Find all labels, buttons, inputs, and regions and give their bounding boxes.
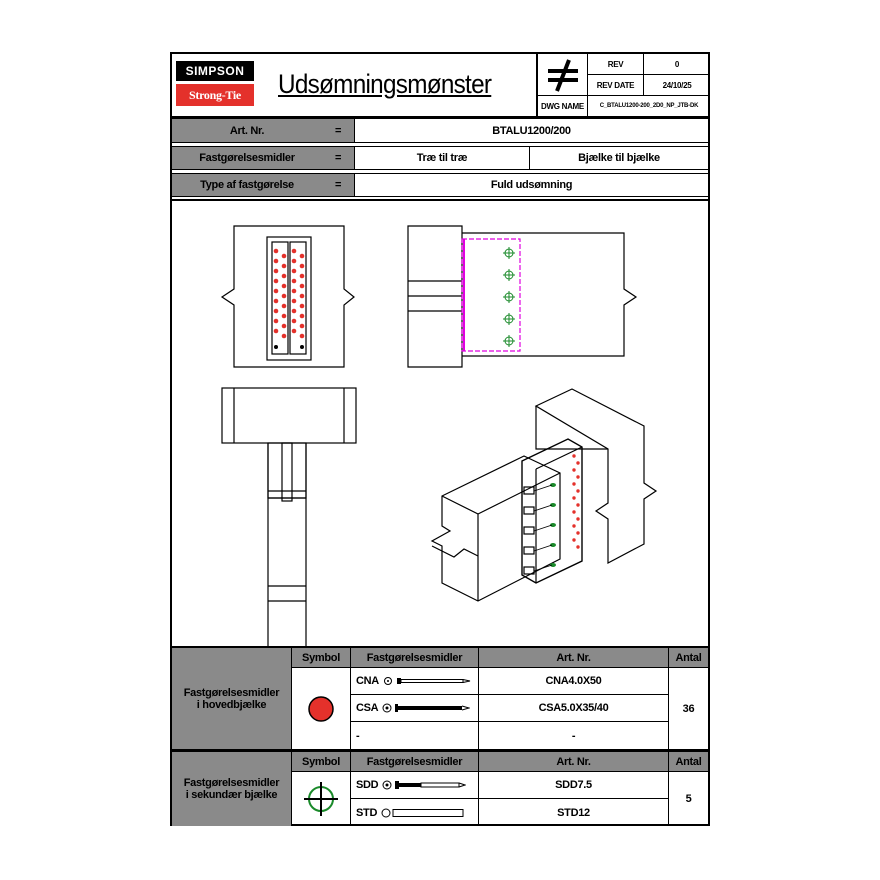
rev-value: 0 — [644, 54, 710, 75]
divider — [172, 749, 708, 752]
rev-date-label: REV DATE — [588, 75, 644, 96]
secondary-fastener-header: Fastgørelsesmidler — [351, 752, 479, 772]
main-qty: 36 — [682, 702, 695, 715]
main-art-header: Art. Nr. — [479, 648, 669, 668]
sdd-code: SDD — [356, 779, 379, 791]
main-row-cna: CNA — [351, 668, 479, 695]
std-code: STD — [356, 806, 378, 819]
secondary-row-sdd: SDD — [351, 772, 479, 799]
std-art: STD12 — [479, 799, 669, 826]
crosshair-icon — [292, 772, 351, 826]
main-fastener-header: Fastgørelsesmidler — [351, 648, 479, 668]
fastener-value-beam: Bjælke til bjælke — [530, 146, 708, 170]
secondary-art-header: Art. Nr. — [479, 752, 669, 772]
main-row-csa: CSA — [351, 695, 479, 722]
art-nr-eq: = — [322, 119, 354, 143]
secondary-row-std: STD — [351, 799, 479, 826]
secondary-beam-group-label: Fastgørelsesmidler i sekundær bjælke — [172, 752, 292, 826]
nail-icon — [383, 677, 471, 685]
csa-art: CSA5.0X35/40 — [479, 695, 669, 722]
secondary-beam-group-line-1: Fastgørelsesmidler — [183, 777, 280, 789]
screw-icon — [382, 703, 471, 713]
main-qty-header: Antal — [669, 648, 708, 668]
dwg-name-value: C_BTALU1200-200_2D0_NP_JTB-DK — [599, 103, 699, 109]
csa-code: CSA — [356, 702, 379, 714]
divider — [172, 199, 708, 201]
logo-simpson: SIMPSON — [176, 61, 254, 81]
secondary-qty: 5 — [685, 793, 692, 805]
rev-date-value: 24/10/25 — [644, 75, 710, 96]
type-eq: = — [322, 173, 354, 197]
dowel-icon — [381, 808, 464, 817]
drawing-sheet: SIMPSON Strong-Tie Udsømningsmønster DWG… — [170, 52, 710, 826]
logo-strong-tie: Strong-Tie — [176, 84, 254, 106]
secondary-symbol-header: Symbol — [292, 752, 351, 772]
fastener-label: Fastgørelsesmidler — [172, 146, 322, 170]
front-view — [220, 225, 355, 368]
top-view — [221, 387, 357, 646]
main-beam-group-line-2: i hovedbjælke — [196, 698, 267, 711]
divider — [172, 116, 708, 119]
side-view — [407, 225, 638, 368]
cna-art: CNA4.0X50 — [479, 668, 669, 695]
art-nr-value: BTALU1200/200 — [354, 119, 708, 143]
art-nr-label: Art. Nr. — [172, 119, 322, 143]
page-title: Udsømningsmønster — [278, 68, 492, 99]
fastener-eq: = — [322, 146, 354, 170]
secondary-qty-header: Antal — [669, 752, 708, 772]
main-row-empty: - — [351, 722, 479, 749]
type-value: Fuld udsømning — [354, 173, 708, 197]
technical-drawing — [220, 225, 658, 646]
empty-art: - — [479, 722, 669, 749]
main-beam-group-line-1: Fastgørelsesmidler — [183, 686, 280, 699]
divider — [172, 646, 708, 648]
main-symbol-header: Symbol — [292, 648, 351, 668]
rev-label: REV — [588, 54, 644, 75]
title-block-divider — [536, 54, 538, 116]
main-beam-group-label: Fastgørelsesmidler i hovedbjælke — [172, 648, 292, 749]
secondary-beam-group-line-2: i sekundær bjælke — [185, 789, 278, 801]
dwg-name-label: DWG NAME — [538, 96, 588, 116]
cna-code: CNA — [356, 675, 379, 687]
isometric-view — [430, 388, 658, 602]
bolt-icon — [382, 780, 467, 790]
not-equal-icon — [538, 54, 588, 96]
red-dot-icon — [292, 668, 351, 749]
fastener-value-wood: Træ til træ — [354, 146, 530, 170]
sdd-art: SDD7.5 — [479, 772, 669, 799]
type-label: Type af fastgørelse — [172, 173, 322, 197]
